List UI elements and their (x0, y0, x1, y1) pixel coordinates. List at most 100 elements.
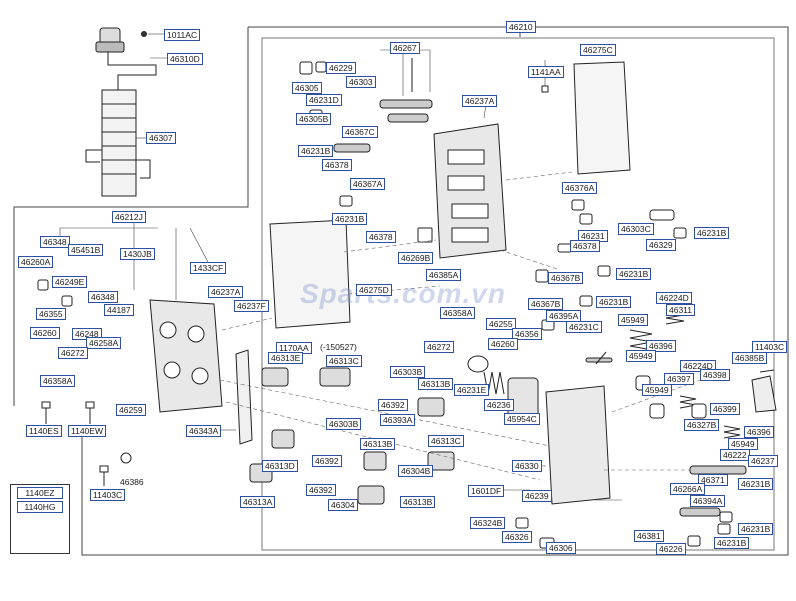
part-label-46358A-upper[interactable]: 46358A (440, 307, 476, 319)
part-label-46376A[interactable]: 46376A (562, 182, 598, 194)
part-label-46313C-1[interactable]: 46313C (326, 355, 362, 367)
part-label-46272-2[interactable]: 46272 (58, 347, 88, 359)
part-label-46313B-2[interactable]: 46313B (360, 438, 396, 450)
part-label-46249E[interactable]: 46249E (52, 276, 88, 288)
part-label-46272-1[interactable]: 46272 (424, 341, 454, 353)
part-label-1141AA[interactable]: 1141AA (528, 66, 564, 78)
part-label-46367C[interactable]: 46367C (342, 126, 378, 138)
part-label-46306[interactable]: 46306 (546, 542, 576, 554)
part-label-46237[interactable]: 46237 (748, 455, 778, 467)
part-label-1140ES[interactable]: 1140ES (26, 425, 62, 437)
part-label-46330[interactable]: 46330 (512, 460, 542, 472)
part-label-46260A[interactable]: 46260A (18, 256, 54, 268)
part-label-46229[interactable]: 46229 (326, 62, 356, 74)
part-label-46231B-1[interactable]: 46231B (298, 145, 334, 157)
part-label-46239[interactable]: 46239 (522, 490, 552, 502)
part-label-46378-2[interactable]: 46378 (366, 231, 396, 243)
part-label-46313B-3[interactable]: 46313B (400, 496, 436, 508)
part-label-46305[interactable]: 46305 (292, 82, 322, 94)
part-label-46260-1[interactable]: 46260 (30, 327, 60, 339)
part-label-46356[interactable]: 46356 (512, 328, 542, 340)
part-label-44187[interactable]: 44187 (104, 304, 134, 316)
part-label-45949-3[interactable]: 45949 (642, 384, 672, 396)
part-label-46212J[interactable]: 46212J (112, 211, 146, 223)
part-label-46267[interactable]: 46267 (390, 42, 420, 54)
part-label-46266A[interactable]: 46266A (670, 483, 706, 495)
part-label-1011AC[interactable]: 1011AC (164, 29, 201, 41)
part-label-46258A[interactable]: 46258A (86, 337, 122, 349)
part-label-46355[interactable]: 46355 (36, 308, 66, 320)
part-label-46326[interactable]: 46326 (502, 531, 532, 543)
part-label-46385B[interactable]: 46385B (732, 352, 768, 364)
part-label-45451B[interactable]: 45451B (68, 244, 104, 256)
part-label-46386[interactable]: 46386 (120, 477, 144, 487)
part-label-46311[interactable]: 46311 (666, 304, 696, 316)
part-label-46343A[interactable]: 46343A (186, 425, 222, 437)
part-label-46303B-1[interactable]: 46303B (390, 366, 426, 378)
part-label-46304[interactable]: 46304 (328, 499, 358, 511)
part-label-46269B[interactable]: 46269B (398, 252, 434, 264)
part-label-1601DF[interactable]: 1601DF (468, 485, 505, 497)
part-label-46260-2[interactable]: 46260 (488, 338, 518, 350)
part-label-46348-1[interactable]: 46348 (40, 236, 70, 248)
part-label-46393A[interactable]: 46393A (380, 414, 416, 426)
part-label-46399[interactable]: 46399 (710, 403, 740, 415)
part-label-45954C[interactable]: 45954C (504, 413, 540, 425)
part-label-46224D-1[interactable]: 46224D (656, 292, 692, 304)
part-label-46394A[interactable]: 46394A (690, 495, 726, 507)
part-label-46303[interactable]: 46303 (346, 76, 376, 88)
part-label-46231B-3[interactable]: 46231B (694, 227, 730, 239)
part-label-46304B[interactable]: 46304B (398, 465, 434, 477)
part-label-46305B[interactable]: 46305B (296, 113, 332, 125)
part-label-46275C[interactable]: 46275C (580, 44, 616, 56)
part-label-46259[interactable]: 46259 (116, 404, 146, 416)
part-label-46313C-2[interactable]: 46313C (428, 435, 464, 447)
part-label-46398[interactable]: 46398 (700, 369, 730, 381)
part-label-46392-1[interactable]: 46392 (378, 399, 408, 411)
part-label-46310D[interactable]: 46310D (167, 53, 203, 65)
part-label-46358A-lower[interactable]: 46358A (40, 375, 76, 387)
part-label-46231B-4[interactable]: 46231B (616, 268, 652, 280)
part-label-46303B-2[interactable]: 46303B (326, 418, 362, 430)
part-label-46371[interactable]: 46371 (698, 474, 728, 486)
part-label-45949-2[interactable]: 45949 (626, 350, 656, 362)
part-label-46313E[interactable]: 46313E (268, 352, 304, 364)
part-label-46367B-1[interactable]: 46367B (548, 272, 584, 284)
part-label-46392-2[interactable]: 46392 (312, 455, 342, 467)
part-label-46231B-8[interactable]: 46231B (714, 537, 750, 549)
part-label-46396-1[interactable]: 46396 (646, 340, 676, 352)
part-label-46210[interactable]: 46210 (506, 21, 536, 33)
part-label-46226[interactable]: 46226 (656, 543, 686, 555)
part-label-46231E[interactable]: 46231E (454, 384, 490, 396)
part-label-46307[interactable]: 46307 (146, 132, 176, 144)
part-label-11403C-1[interactable]: 11403C (752, 341, 788, 353)
part-label-46231C[interactable]: 46231C (566, 321, 602, 333)
part-label-46313B-1[interactable]: 46313B (418, 378, 454, 390)
part-label-46231B-7[interactable]: 46231B (738, 523, 774, 535)
legend-label-1[interactable]: 1140EZ (17, 487, 63, 499)
part-label-46397[interactable]: 46397 (664, 373, 694, 385)
part-label-46222[interactable]: 46222 (720, 449, 750, 461)
part-label-11403C-2[interactable]: 11403C (90, 489, 126, 501)
part-label-46396-2[interactable]: 46396 (744, 426, 774, 438)
part-label-46275D[interactable]: 46275D (356, 284, 392, 296)
part-label-1430JB[interactable]: 1430JB (120, 248, 155, 260)
part-label-46392-3[interactable]: 46392 (306, 484, 336, 496)
part-label-46231B-5[interactable]: 46231B (596, 296, 632, 308)
part-label-46237A-lower[interactable]: 46237A (208, 286, 244, 298)
part-label-46378-1[interactable]: 46378 (322, 159, 352, 171)
part-label-46231D[interactable]: 46231D (306, 94, 342, 106)
part-label-46237F[interactable]: 46237F (234, 300, 269, 312)
part-label-1140EW[interactable]: 1140EW (68, 425, 106, 437)
part-label-46313D[interactable]: 46313D (262, 460, 298, 472)
part-label-46313A[interactable]: 46313A (240, 496, 276, 508)
part-label-1433CF[interactable]: 1433CF (190, 262, 227, 274)
part-label-46381[interactable]: 46381 (634, 530, 664, 542)
legend-label-2[interactable]: 1140HG (17, 501, 63, 513)
part-label-46367A[interactable]: 46367A (350, 178, 386, 190)
part-label-46385A[interactable]: 46385A (426, 269, 462, 281)
part-label-46327B[interactable]: 46327B (684, 419, 720, 431)
part-label-46303C[interactable]: 46303C (618, 223, 654, 235)
part-label-45949-1[interactable]: 45949 (618, 314, 648, 326)
part-label-46231B-2[interactable]: 46231B (332, 213, 368, 225)
